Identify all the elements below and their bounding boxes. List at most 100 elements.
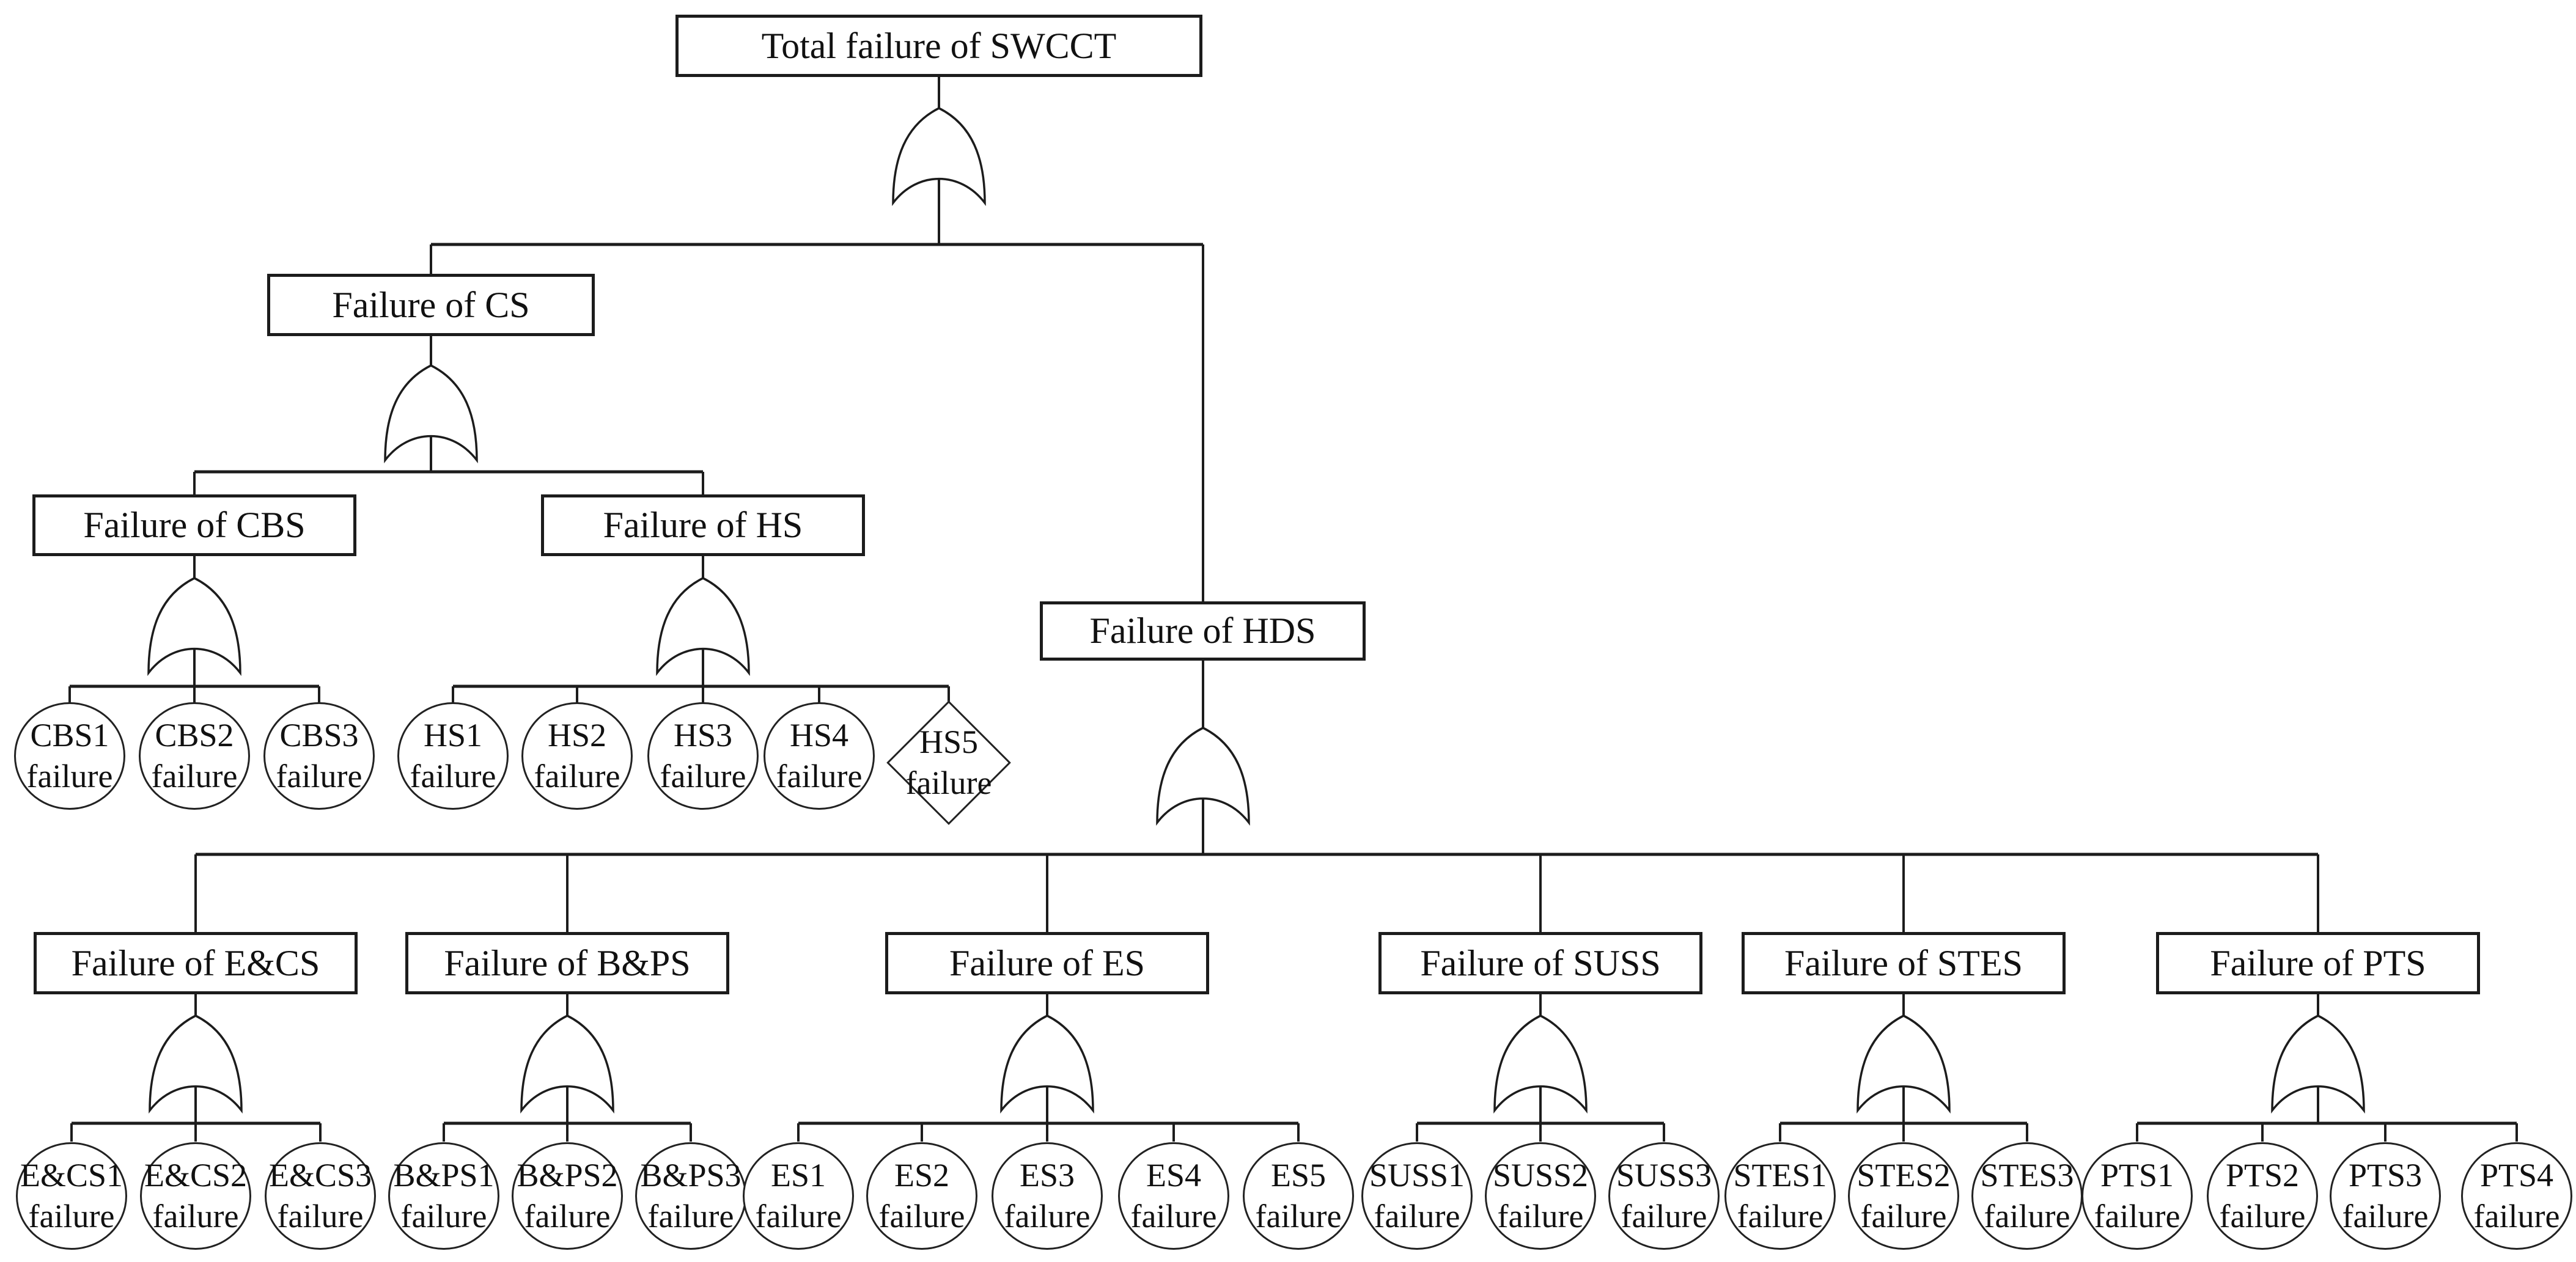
event-label: PTS1 bbox=[2100, 1156, 2174, 1194]
event-sub: failure bbox=[878, 1198, 965, 1234]
event-circle-pts1: PTS1 failure bbox=[2081, 1142, 2193, 1250]
event-label: B&PS1 bbox=[393, 1156, 495, 1194]
event-circle-bps3: B&PS3 failure bbox=[635, 1142, 746, 1250]
or-gate-bps bbox=[520, 1014, 614, 1114]
box-failure-of-bps: Failure of B&PS bbox=[405, 932, 729, 994]
event-circle-cbs3: CBS3 failure bbox=[263, 702, 375, 810]
event-sub: failure bbox=[1984, 1198, 2070, 1234]
or-gate-swcct bbox=[892, 107, 986, 207]
event-label: SUSS3 bbox=[1616, 1156, 1712, 1194]
or-gate-stes bbox=[1857, 1014, 1951, 1114]
or-gates bbox=[147, 107, 2365, 1114]
event-label: SUSS1 bbox=[1369, 1156, 1465, 1194]
box-failure-of-cbs: Failure of CBS bbox=[32, 494, 356, 556]
event-sub: failure bbox=[152, 1198, 239, 1234]
box-failure-of-suss: Failure of SUSS bbox=[1378, 932, 1702, 994]
event-circle-suss2: SUSS2 failure bbox=[1485, 1142, 1596, 1250]
event-circle-es3: ES3 failure bbox=[992, 1142, 1103, 1250]
event-label: STES2 bbox=[1857, 1156, 1951, 1194]
event-circle-suss1: SUSS1 failure bbox=[1361, 1142, 1473, 1250]
event-sub: failure bbox=[1860, 1198, 1947, 1234]
top-event-label: Total failure of SWCCT bbox=[761, 25, 1117, 66]
event-sub: failure bbox=[1255, 1198, 1342, 1234]
event-label: SUSS2 bbox=[1492, 1156, 1589, 1194]
box-failure-of-pts: Failure of PTS bbox=[2156, 932, 2480, 994]
event-label: ES1 bbox=[770, 1156, 826, 1194]
event-label: PTS4 bbox=[2479, 1156, 2554, 1194]
or-gate-ecs bbox=[149, 1014, 243, 1114]
box-label: Failure of SUSS bbox=[1420, 942, 1661, 983]
event-sub: failure bbox=[2219, 1198, 2306, 1234]
event-sub: failure bbox=[905, 765, 992, 801]
box-label: Failure of PTS bbox=[2210, 942, 2426, 983]
event-circle-bps1: B&PS1 failure bbox=[388, 1142, 499, 1250]
box-label: Failure of B&PS bbox=[444, 942, 691, 983]
event-label: STES3 bbox=[1980, 1156, 2074, 1194]
event-sub: failure bbox=[1737, 1198, 1823, 1234]
top-event-box: Total failure of SWCCT bbox=[675, 15, 1202, 77]
event-label: ES2 bbox=[894, 1156, 950, 1194]
box-label: Failure of CS bbox=[332, 284, 530, 325]
event-label: HS5 bbox=[919, 723, 979, 760]
event-sub: failure bbox=[1004, 1198, 1091, 1234]
event-sub: failure bbox=[647, 1198, 734, 1234]
event-circle-es5: ES5 failure bbox=[1243, 1142, 1354, 1250]
event-circle-pts2: PTS2 failure bbox=[2207, 1142, 2318, 1250]
or-gate-suss bbox=[1493, 1014, 1588, 1114]
event-label: E&CS1 bbox=[20, 1156, 123, 1194]
event-sub: failure bbox=[277, 1198, 364, 1234]
event-label: HS1 bbox=[423, 716, 483, 754]
event-circle-bps2: B&PS2 failure bbox=[512, 1142, 623, 1250]
event-label: PTS2 bbox=[2225, 1156, 2300, 1194]
event-sub: failure bbox=[2473, 1198, 2560, 1234]
event-circle-hs2: HS2 failure bbox=[521, 702, 633, 810]
box-failure-of-hds: Failure of HDS bbox=[1040, 601, 1366, 661]
event-diamond-hs5: HS5 failure bbox=[886, 700, 1011, 825]
event-circle-ecs2: E&CS2 failure bbox=[140, 1142, 251, 1250]
event-sub: failure bbox=[534, 758, 620, 794]
event-label: ES4 bbox=[1146, 1156, 1202, 1194]
diamond-text: HS5 failure bbox=[887, 701, 1010, 824]
event-circle-stes3: STES3 failure bbox=[1971, 1142, 2083, 1250]
event-sub: failure bbox=[1130, 1198, 1217, 1234]
event-sub: failure bbox=[276, 758, 362, 794]
event-label: HS3 bbox=[673, 716, 733, 754]
event-label: B&PS3 bbox=[640, 1156, 742, 1194]
event-circle-stes2: STES2 failure bbox=[1848, 1142, 1959, 1250]
event-sub: failure bbox=[151, 758, 238, 794]
event-circle-pts3: PTS3 failure bbox=[2330, 1142, 2441, 1250]
event-sub: failure bbox=[660, 758, 746, 794]
event-circle-pts4: PTS4 failure bbox=[2461, 1142, 2572, 1250]
event-circle-ecs3: E&CS3 failure bbox=[265, 1142, 376, 1250]
box-failure-of-cs: Failure of CS bbox=[267, 274, 595, 336]
event-sub: failure bbox=[524, 1198, 611, 1234]
box-label: Failure of CBS bbox=[83, 505, 306, 545]
event-circle-cbs2: CBS2 failure bbox=[139, 702, 250, 810]
event-label: HS4 bbox=[789, 716, 849, 754]
event-label: STES1 bbox=[1733, 1156, 1827, 1194]
event-circle-hs3: HS3 failure bbox=[647, 702, 759, 810]
event-sub: failure bbox=[1374, 1198, 1460, 1234]
event-label: CBS1 bbox=[30, 716, 109, 754]
or-gate-es bbox=[1000, 1014, 1094, 1114]
event-sub: failure bbox=[1621, 1198, 1707, 1234]
box-label: Failure of HS bbox=[603, 505, 803, 545]
or-gate-cbs bbox=[147, 577, 241, 677]
box-label: Failure of HDS bbox=[1089, 611, 1316, 651]
event-circle-hs4: HS4 failure bbox=[764, 702, 875, 810]
box-failure-of-ecs: Failure of E&CS bbox=[34, 932, 358, 994]
event-label: ES3 bbox=[1019, 1156, 1075, 1194]
event-circle-es2: ES2 failure bbox=[866, 1142, 977, 1250]
event-circle-es4: ES4 failure bbox=[1118, 1142, 1229, 1250]
event-sub: failure bbox=[26, 758, 113, 794]
box-failure-of-es: Failure of ES bbox=[885, 932, 1209, 994]
box-failure-of-hs: Failure of HS bbox=[541, 494, 865, 556]
event-sub: failure bbox=[2342, 1198, 2429, 1234]
event-label: CBS2 bbox=[155, 716, 234, 754]
event-circle-hs1: HS1 failure bbox=[397, 702, 509, 810]
event-label: CBS3 bbox=[279, 716, 359, 754]
or-gate-cs bbox=[384, 364, 478, 464]
event-label: B&PS2 bbox=[517, 1156, 618, 1194]
or-gate-hds bbox=[1156, 727, 1250, 826]
